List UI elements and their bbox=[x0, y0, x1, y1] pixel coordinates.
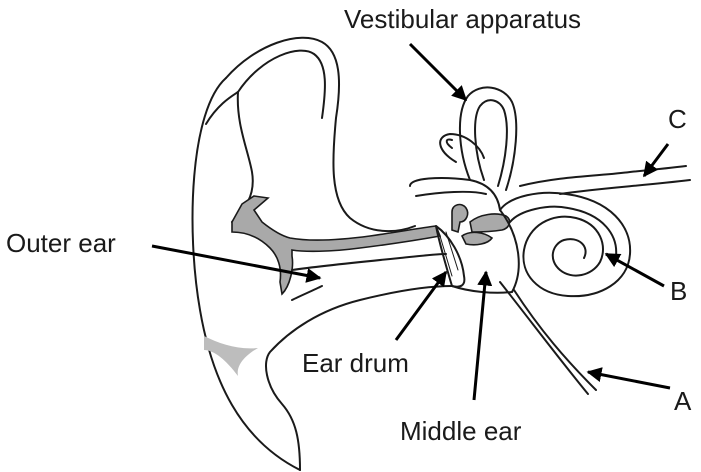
label-vestibular-apparatus: Vestibular apparatus bbox=[344, 4, 581, 34]
arrow-a bbox=[588, 372, 670, 388]
arrow-c bbox=[644, 144, 668, 176]
pinna bbox=[193, 38, 452, 470]
label-middle-ear: Middle ear bbox=[400, 416, 522, 446]
arrow-ear-drum bbox=[396, 272, 446, 340]
label-a: A bbox=[674, 386, 692, 416]
semicircular-canals bbox=[440, 87, 516, 190]
label-outer-ear: Outer ear bbox=[6, 228, 116, 258]
auditory-nerve bbox=[520, 166, 690, 194]
cochlea bbox=[500, 193, 630, 296]
label-c: C bbox=[668, 104, 687, 134]
eustachian-tube bbox=[500, 282, 596, 394]
label-b: B bbox=[670, 276, 687, 306]
arrow-vestibular bbox=[410, 44, 466, 100]
arrow-b bbox=[606, 254, 664, 286]
ear-canal bbox=[232, 196, 446, 294]
label-ear-drum: Ear drum bbox=[302, 348, 409, 378]
